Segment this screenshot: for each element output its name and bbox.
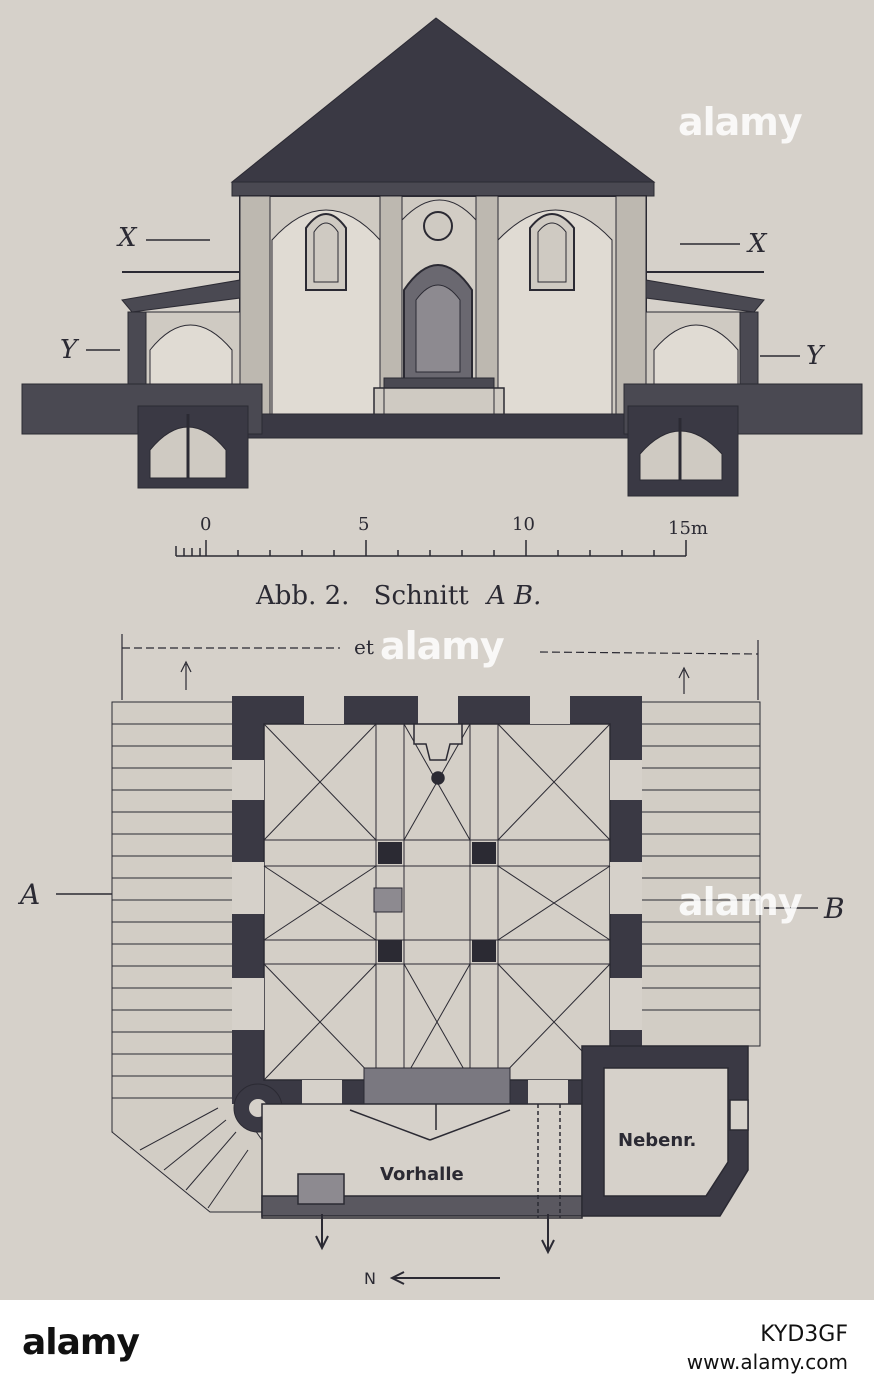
section-drawing [21, 17, 863, 497]
scale-tick-10: 10 [512, 514, 535, 535]
scale-tick-15: 15m [668, 518, 708, 539]
north-arrow-icon [389, 1271, 500, 1285]
scale-tick-0: 0 [200, 514, 211, 535]
pier-right [615, 195, 647, 419]
nave-floor [239, 413, 647, 439]
watermark-top: alamy [678, 100, 803, 144]
rose-window [423, 211, 453, 241]
footer-bar: alamy KYD3GF www.alamy.com [0, 1300, 874, 1390]
window-left [305, 213, 347, 291]
marker-y-right: Y [806, 341, 826, 371]
architectural-drawing: X X Y Y 0 5 10 15m Abb. 2. Schnitt A B. [17, 17, 863, 1288]
marker-y-left: Y [60, 335, 80, 365]
plan-cut-lines [56, 893, 818, 909]
caption-title: Schnitt [374, 581, 470, 611]
caption-ref: A B. [485, 581, 541, 611]
ark-niche [413, 723, 463, 785]
stair-left [111, 701, 263, 1213]
caption-fig: Abb. 2. [255, 581, 349, 611]
footer-url[interactable]: www.alamy.com [686, 1350, 848, 1374]
nebenraum-room [581, 1045, 749, 1217]
window-left-inner [313, 222, 339, 283]
torah-ark-inner [415, 284, 461, 373]
exit-arrows [315, 1214, 555, 1255]
image-id: KYD3GF [760, 1322, 848, 1347]
vorhalle-room [261, 1103, 583, 1219]
plan-entrance-platform [363, 1067, 511, 1109]
scale-bar [175, 540, 687, 557]
watermark-center-right: alamy [678, 880, 803, 924]
room-label-vorhalle: Vorhalle [380, 1164, 464, 1185]
scale-tick-5: 5 [358, 514, 369, 535]
room-label-nebenr: Nebenr. [618, 1130, 696, 1151]
ark-steps [383, 377, 495, 389]
window-right [529, 213, 575, 291]
gallery-roof-right [645, 279, 765, 313]
marker-a: A [17, 878, 40, 911]
marker-x-right: X [746, 229, 768, 259]
marker-x-left: X [116, 223, 138, 253]
drawing-sheet: X X Y Y 0 5 10 15m Abb. 2. Schnitt A B. [17, 17, 863, 1288]
eave-band [231, 181, 655, 197]
footer-logo[interactable]: alamy [22, 1322, 140, 1363]
arch-left [271, 209, 381, 418]
bima [373, 887, 403, 913]
section-markers [86, 239, 800, 357]
gallery-roof-left [121, 279, 241, 313]
stair-right [639, 701, 761, 1047]
marker-b: B [823, 892, 845, 925]
window-right-inner [537, 222, 567, 283]
plan-columns [378, 842, 496, 962]
north-label: N [364, 1269, 376, 1288]
watermark-center-top: alamy [380, 624, 505, 668]
caption: Abb. 2. Schnitt A B. [255, 581, 541, 611]
plan-dimension-line [121, 634, 759, 700]
roof [230, 17, 656, 183]
plan-dimension-text: et [354, 635, 374, 659]
arch-right [497, 209, 613, 418]
